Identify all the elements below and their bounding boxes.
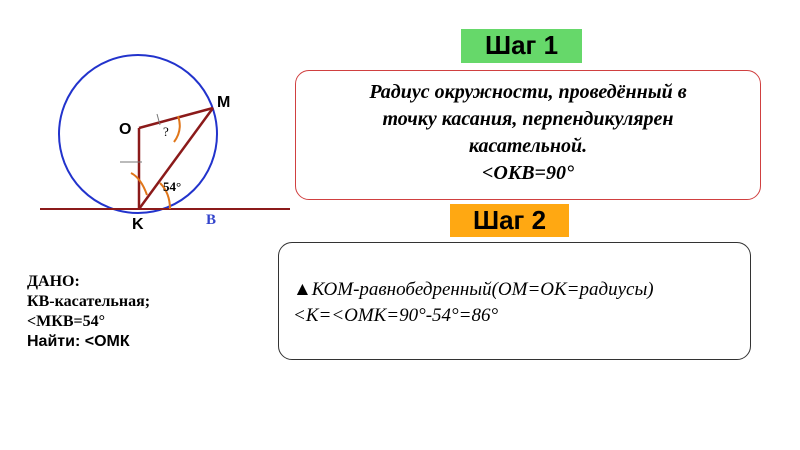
step1-badge: Шаг 1 bbox=[461, 29, 582, 63]
arc-angle-k-left bbox=[130, 172, 148, 196]
geometry-diagram: O M K B ? 54° bbox=[40, 54, 290, 233]
step1-box: Радиус окружности, проведённый в точку к… bbox=[295, 70, 761, 200]
given-block: ДАНО: КВ-касательная; <МКВ=54° Найти: <О… bbox=[27, 272, 150, 352]
tick-mark-om bbox=[156, 113, 161, 126]
chord-mk bbox=[137, 107, 215, 210]
label-point-k: K bbox=[132, 216, 144, 233]
step1-line: <OKB=90° bbox=[482, 162, 574, 184]
circle bbox=[58, 54, 218, 214]
label-point-o: O bbox=[119, 121, 131, 138]
given-line: <МКВ=54° bbox=[27, 313, 106, 330]
step1-line: Радиус окружности, проведённый в bbox=[369, 81, 687, 103]
given-line: КВ-касательная; bbox=[27, 293, 151, 310]
step2-badge: Шаг 2 bbox=[450, 204, 569, 237]
label-point-m: M bbox=[217, 94, 230, 111]
label-angle-54: 54° bbox=[163, 179, 181, 194]
label-angle-question: ? bbox=[163, 124, 169, 139]
step2-box: ▲КОМ-равнобедренный(ОМ=ОК=радиусы) <K=<О… bbox=[278, 242, 751, 360]
arc-angle-m bbox=[173, 115, 181, 143]
step2-line: <K=<ОМК=90°-54°=86° bbox=[293, 305, 499, 326]
label-point-b: B bbox=[206, 212, 216, 228]
given-title: ДАНО: bbox=[27, 273, 80, 290]
step2-line: ▲КОМ-равнобедренный(ОМ=ОК=радиусы) bbox=[293, 279, 654, 300]
arc-angle-k-right bbox=[159, 182, 171, 210]
step1-line: точку касания, перпендикулярен bbox=[382, 108, 674, 130]
radius-om bbox=[138, 106, 214, 130]
find-line: Найти: <ОМК bbox=[27, 333, 130, 350]
step1-line: касательной. bbox=[468, 135, 588, 157]
